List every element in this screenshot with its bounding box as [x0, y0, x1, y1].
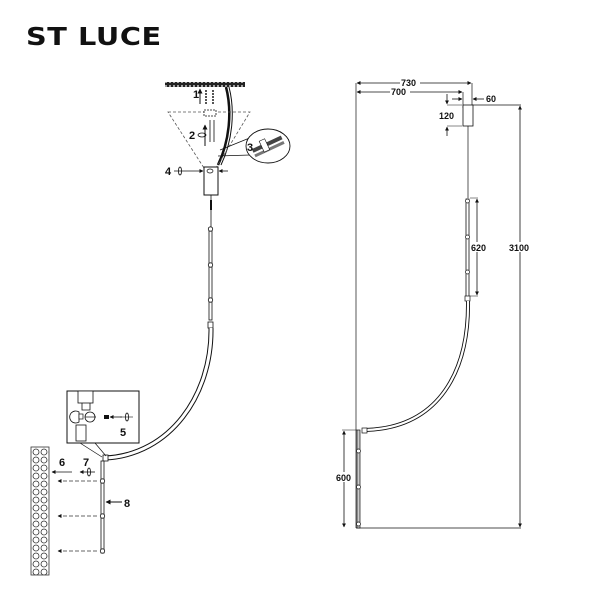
dimension-drawing: 730 700 60 120 620 3100 [335, 78, 533, 529]
canopy [203, 166, 219, 196]
svg-text:2: 2 [189, 130, 195, 142]
dim-upper-segment: 620 [471, 243, 486, 253]
svg-text:6: 6 [59, 457, 65, 469]
dim-arm-width: 700 [391, 87, 406, 97]
assembly-diagram: 1 2 3 [30, 82, 291, 576]
svg-text:3: 3 [247, 142, 253, 154]
svg-text:1: 1 [193, 89, 199, 101]
svg-text:8: 8 [124, 498, 130, 510]
dim-canopy-width: 60 [486, 94, 496, 104]
step-6-7-markers: 6 7 [51, 457, 95, 477]
dim-canopy-height: 120 [439, 111, 454, 121]
ceiling [165, 82, 245, 87]
step-3-callout: 3 [217, 128, 291, 164]
step-2-marker: 2 [189, 120, 215, 146]
step-8-marker: 8 [105, 498, 130, 510]
brand-logo: ST LUCE [26, 22, 162, 51]
svg-text:4: 4 [165, 166, 172, 178]
svg-text:7: 7 [83, 457, 89, 469]
dim-total-width: 730 [401, 78, 416, 88]
step-4-marker: 4 [165, 166, 228, 178]
svg-text:5: 5 [120, 427, 126, 439]
dim-total-height: 3100 [509, 243, 529, 253]
step-1-marker: 1 [193, 88, 214, 104]
step-5-inset: 5 [66, 390, 140, 458]
wall [30, 446, 50, 576]
dim-lower-segment: 600 [336, 473, 351, 483]
